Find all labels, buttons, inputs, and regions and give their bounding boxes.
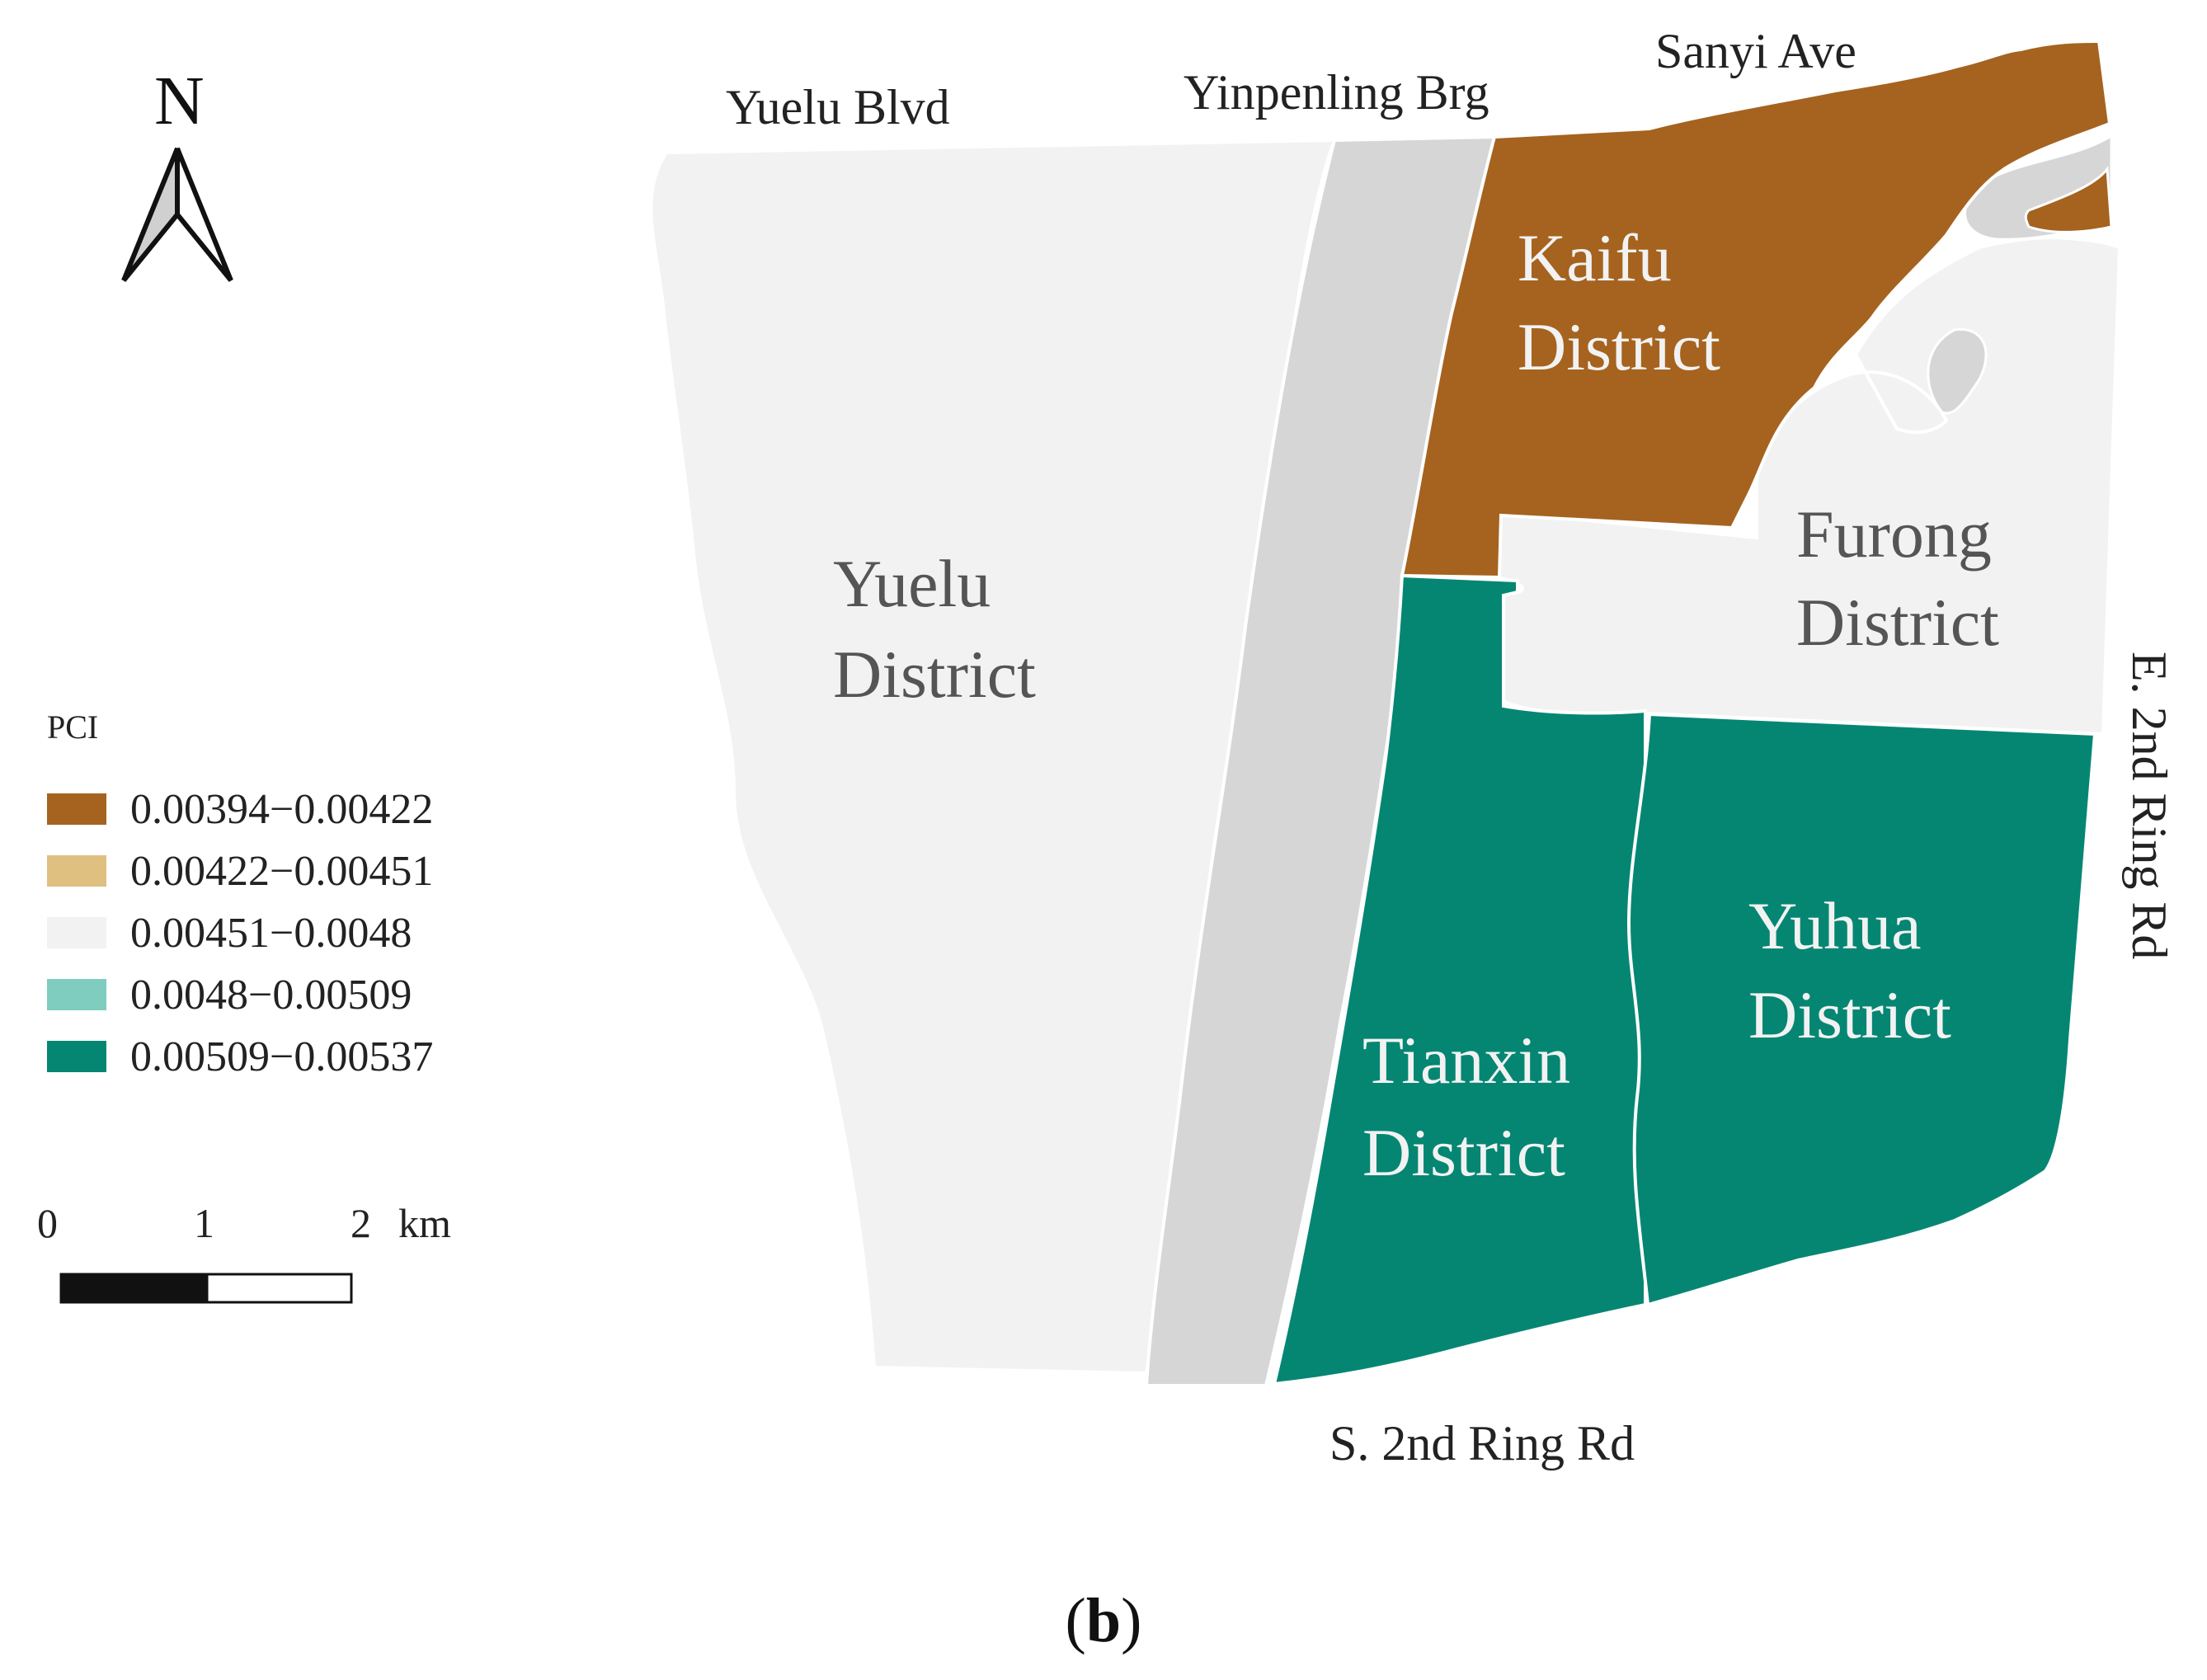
district-label-kaifu-line2: District xyxy=(1518,309,1720,384)
figure-caption: (b) xyxy=(1066,1586,1142,1655)
legend-label: 0.00509−0.00537 xyxy=(130,1033,433,1080)
scale-bar-black-segment xyxy=(59,1273,209,1304)
legend-swatch xyxy=(47,1041,106,1072)
road-label-yinpenling-brg: Yinpenling Brg xyxy=(1183,65,1489,120)
legend-label: 0.00451−0.0048 xyxy=(130,910,412,957)
district-kaifu xyxy=(1400,39,2112,580)
scale-tick-label-0: 0 xyxy=(37,1200,58,1246)
legend-label: 0.0048−0.00509 xyxy=(130,972,412,1019)
district-label-yuhua-line2: District xyxy=(1748,977,1951,1052)
legend-label: 0.00422−0.00451 xyxy=(130,848,433,895)
legend-title: PCI xyxy=(47,708,98,746)
district-label-tianxin-line1: Tianxin xyxy=(1362,1023,1570,1098)
legend-swatch xyxy=(47,917,106,948)
district-kaifu-patch xyxy=(2024,165,2113,233)
caption-open-paren: ( xyxy=(1066,1586,1086,1655)
road-label-sanyi-ave: Sanyi Ave xyxy=(1655,24,1856,78)
road-label-s-2nd-ring-rd: S. 2nd Ring Rd xyxy=(1329,1416,1635,1471)
district-tianxin xyxy=(1272,573,1647,1386)
district-label-yuhua-line1: Yuhua xyxy=(1748,888,1922,963)
district-label-yuelu-line2: District xyxy=(833,637,1036,712)
district-label-furong-line2: District xyxy=(1796,585,1999,660)
road-label-e-2nd-ring-rd: E. 2nd Ring Rd xyxy=(2122,652,2176,959)
scale-tick-label-2: 2 xyxy=(351,1200,371,1246)
river-islet xyxy=(1927,327,1988,415)
caption-letter: b xyxy=(1086,1586,1121,1655)
road-label-yuelu-blvd: Yuelu Blvd xyxy=(726,80,950,134)
legend-label: 0.00394−0.00422 xyxy=(130,786,433,833)
district-label-furong-line1: Furong xyxy=(1796,496,1992,572)
north-arrow-label: N xyxy=(154,63,205,139)
north-arrow-right-half xyxy=(175,147,233,282)
scale-bar: 0 1 2 km xyxy=(37,1200,451,1304)
legend-swatch xyxy=(47,855,106,887)
scale-tick-label-1: 1 xyxy=(194,1200,214,1246)
north-arrow: N xyxy=(121,63,233,282)
scale-bar-white-segment xyxy=(205,1273,353,1304)
district-label-yuelu-line1: Yuelu xyxy=(833,546,991,621)
district-label-tianxin-line2: District xyxy=(1362,1115,1565,1190)
district-yuhua xyxy=(1626,712,2097,1307)
north-arrow-left-half xyxy=(121,147,180,282)
legend-swatch xyxy=(47,793,106,825)
district-label-kaifu-line1: Kaifu xyxy=(1518,220,1672,295)
caption-close-paren: ) xyxy=(1121,1586,1141,1655)
legend-swatch xyxy=(47,979,106,1010)
scale-unit-label: km xyxy=(398,1200,451,1246)
legend: PCI 0.00394−0.00422 0.00422−0.00451 0.0045… xyxy=(47,708,433,1080)
